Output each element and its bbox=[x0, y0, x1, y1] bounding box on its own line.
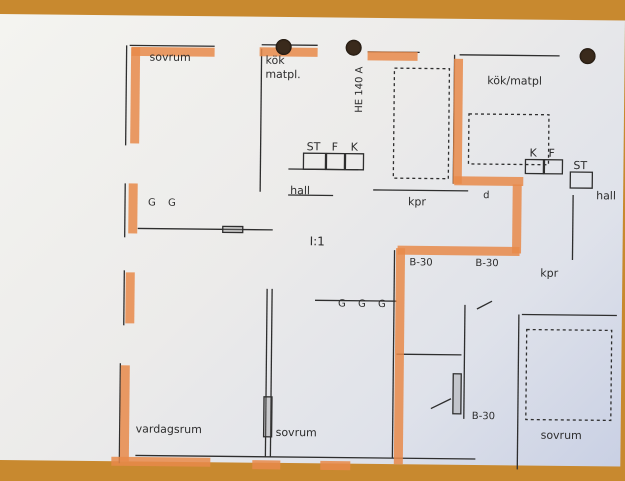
wall-line bbox=[124, 270, 125, 325]
wall-line bbox=[517, 314, 519, 469]
highlight-wall bbox=[135, 47, 136, 143]
cabinet-label-f-left: F bbox=[332, 141, 338, 152]
grid-mark-g3: G bbox=[338, 300, 346, 310]
scale-annotation: I:1 bbox=[310, 235, 325, 247]
room-label-kpr-right: kpr bbox=[540, 268, 558, 279]
highlight-wall bbox=[368, 56, 418, 57]
wall-line bbox=[522, 314, 617, 315]
room-label-sovrum-top: sovrum bbox=[149, 52, 190, 63]
wall-line bbox=[260, 49, 261, 192]
floor-plan-sheet: sovrum kök matpl. kök/matpl hall hall kp… bbox=[0, 14, 625, 467]
room-label-vardagsrum: vardagsrum bbox=[136, 423, 202, 435]
wall-line bbox=[130, 45, 215, 46]
cabinet-label-k-left: K bbox=[351, 142, 358, 153]
grid-mark-g2: G bbox=[168, 199, 176, 209]
cabinet-box bbox=[303, 153, 325, 169]
room-label-matpl-left: matpl. bbox=[265, 69, 300, 80]
punch-hole bbox=[276, 39, 292, 55]
hatch-column bbox=[453, 374, 461, 414]
highlight-wall bbox=[517, 184, 518, 253]
punch-hole bbox=[346, 40, 362, 56]
wall-line bbox=[396, 354, 461, 355]
fire-rating-b30-a: B-30 bbox=[409, 258, 432, 268]
wall-line bbox=[460, 55, 560, 56]
highlight-wall bbox=[124, 365, 125, 461]
fire-rating-b30-b: B-30 bbox=[475, 259, 498, 269]
highlight-wall bbox=[398, 248, 400, 464]
cabinet-box bbox=[570, 172, 592, 188]
highlight-wall bbox=[454, 181, 523, 182]
highlight-wall bbox=[398, 250, 520, 251]
wall-line bbox=[138, 228, 273, 229]
room-label-sovrum-bottom-right: sovrum bbox=[541, 430, 582, 441]
wall-line bbox=[125, 183, 126, 237]
room-label-kok-left: kök bbox=[265, 55, 284, 66]
hatch-column bbox=[264, 397, 272, 437]
room-label-kok-matpl-right: kök/matpl bbox=[487, 75, 542, 87]
grid-mark-g4: G bbox=[358, 300, 366, 310]
dashed-area bbox=[526, 330, 612, 421]
punch-hole bbox=[580, 48, 596, 64]
highlight-wall bbox=[111, 461, 210, 462]
highlight-wall bbox=[130, 272, 131, 323]
cabinet-box bbox=[525, 160, 543, 174]
wall-line bbox=[126, 45, 127, 145]
grid-mark-g5: G bbox=[378, 300, 386, 310]
cabinet-box bbox=[544, 160, 562, 174]
cabinet-label-f-right: F bbox=[549, 148, 555, 159]
highlight-wall bbox=[133, 183, 134, 233]
fire-rating-b30-c: B-30 bbox=[472, 412, 495, 422]
door-swing bbox=[477, 301, 492, 309]
room-label-hall-left: hall bbox=[290, 185, 310, 196]
door-swing bbox=[431, 399, 451, 409]
cabinet-label-k-right: K bbox=[530, 148, 537, 159]
grid-mark-g1: G bbox=[148, 199, 156, 209]
highlight-wall bbox=[457, 59, 458, 184]
cabinet-label-st-left: ST bbox=[307, 141, 321, 152]
room-label-hall-right: hall bbox=[596, 190, 616, 201]
room-label-sovrum-bottom-mid: sovrum bbox=[276, 427, 317, 438]
cabinet-box bbox=[345, 154, 363, 170]
room-label-kpr-center: kpr bbox=[408, 196, 426, 207]
wall-line bbox=[373, 190, 468, 191]
wall-line bbox=[464, 305, 465, 419]
dashed-area bbox=[393, 68, 449, 179]
cabinet-box bbox=[326, 153, 344, 169]
beam-annotation: HE 140 A bbox=[355, 67, 365, 113]
hatch-column bbox=[223, 226, 243, 232]
d-mark: d bbox=[483, 191, 489, 201]
cabinet-label-st-right: ST bbox=[573, 160, 587, 171]
dashed-area bbox=[468, 114, 549, 165]
wall-line bbox=[572, 195, 573, 260]
